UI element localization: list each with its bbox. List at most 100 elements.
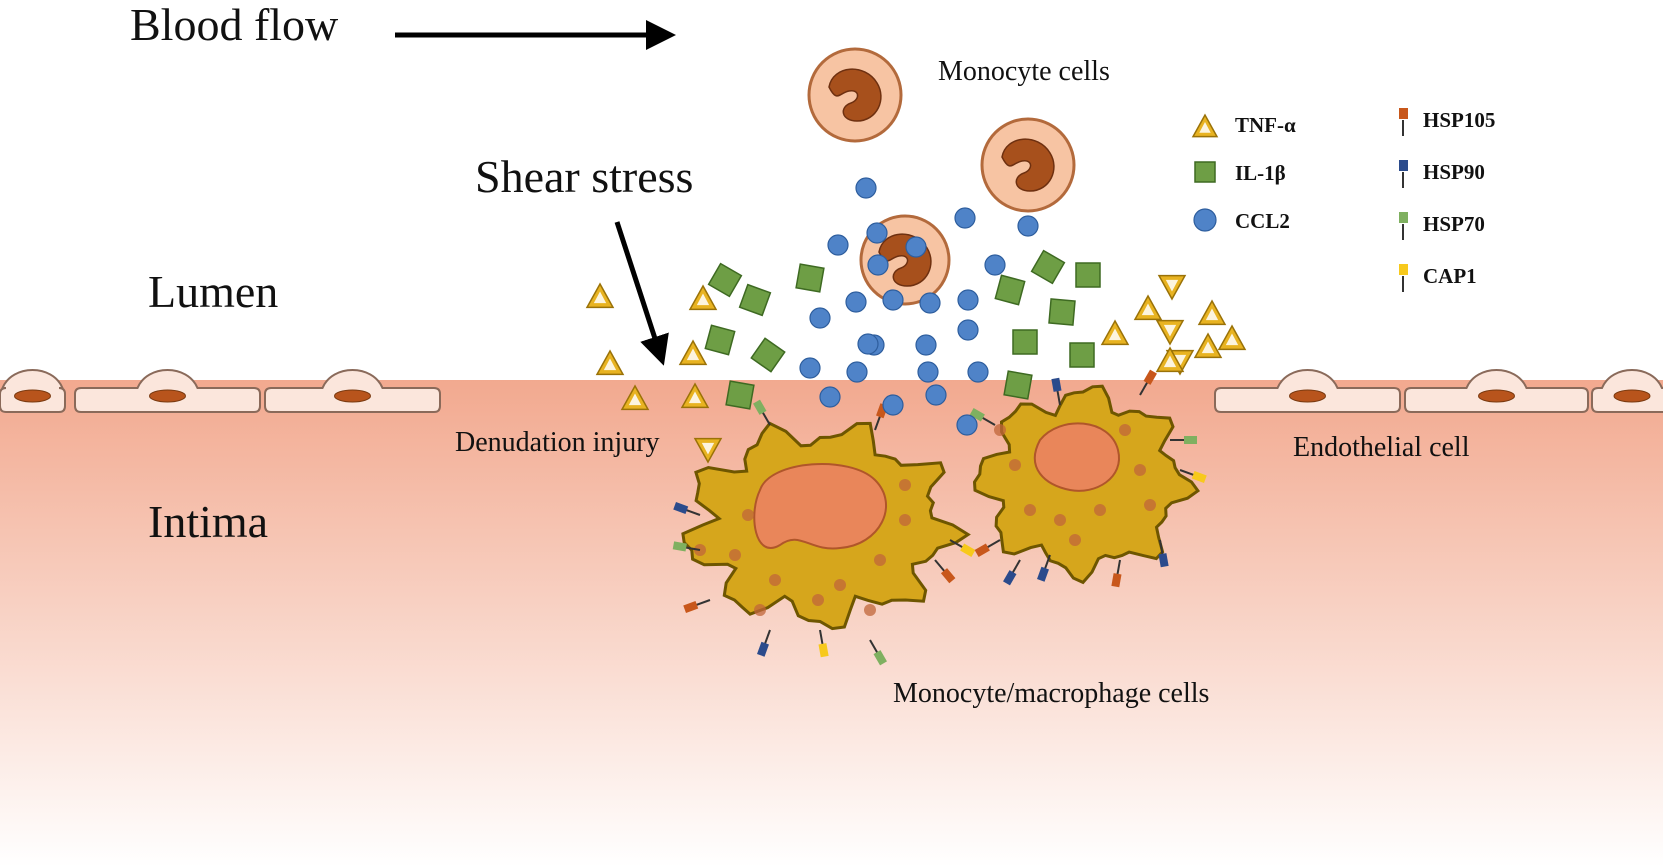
receptor-hsp90 <box>1003 559 1021 586</box>
receptor-hsp70-stalk <box>684 546 701 551</box>
granule <box>1009 459 1021 471</box>
receptor-hsp90 <box>1037 554 1051 582</box>
endothelial-layer <box>0 369 1663 413</box>
ccl2-particle <box>957 319 979 341</box>
granule <box>1144 499 1156 511</box>
endothelial-cell-label: Endothelial cell <box>1293 432 1470 463</box>
ccl2-particle <box>919 292 941 314</box>
legend-label: HSP105 <box>1423 108 1495 132</box>
receptor-hsp70-head <box>753 399 767 415</box>
ccl2-particle <box>984 254 1006 276</box>
granule <box>1094 504 1106 516</box>
legend-label: HSP90 <box>1423 160 1485 184</box>
tnf-alpha-particle-center <box>1141 303 1155 316</box>
il-1beta-particle <box>1030 249 1066 285</box>
monocyte-nucleus <box>828 68 882 122</box>
shear-stress-label: Shear stress <box>475 151 693 202</box>
granule <box>812 594 824 606</box>
denudation-injury-label: Denudation injury <box>455 427 660 458</box>
granule <box>899 514 911 526</box>
legend-item-hsp105: HSP105 <box>1399 108 1495 136</box>
receptor-hsp70-stalk <box>869 639 879 655</box>
tnf-alpha-particle-center <box>628 393 642 406</box>
granule <box>874 554 886 566</box>
legend-item-hsp70: HSP70 <box>1399 212 1485 240</box>
blood-flow-label: Blood flow <box>130 0 339 50</box>
tnf-alpha-particle-center <box>593 291 607 304</box>
receptor-hsp90-head <box>757 641 769 657</box>
ccl2-particle <box>956 414 978 436</box>
granule <box>1119 424 1131 436</box>
endothelial-nucleus <box>149 389 186 403</box>
monocyte-cells-label: Monocyte cells <box>938 56 1110 87</box>
legend-label: HSP70 <box>1423 212 1485 236</box>
ccl2-particle <box>866 222 888 244</box>
il-1beta-particle <box>994 274 1026 306</box>
ccl2-particle <box>855 177 877 199</box>
tnf-alpha-particle-center <box>696 293 710 306</box>
receptor-hsp90 <box>673 502 701 516</box>
ccl2-particle <box>917 361 939 383</box>
receptor-hsp70-stalk <box>761 410 771 426</box>
monocyte-membrane <box>980 117 1076 213</box>
ccl2-particle <box>867 254 889 276</box>
lumen-label: Lumen <box>148 266 278 317</box>
receptor-cap1-stalk <box>1179 469 1196 477</box>
monocyte-group <box>807 47 1076 306</box>
receptor-hsp70-stalk <box>980 416 996 426</box>
granule <box>754 604 766 616</box>
receptor-cap1-head <box>1191 471 1207 483</box>
legend-receptor-head-icon <box>1399 264 1408 275</box>
receptor-hsp90-stalk <box>1043 554 1051 571</box>
monocyte-cell <box>980 117 1076 213</box>
receptor-hsp90 <box>1158 539 1169 568</box>
ccl2-particle <box>954 207 976 229</box>
ccl2-particle <box>857 333 879 355</box>
receptor-hsp105-head <box>940 568 956 584</box>
receptor-hsp105-stalk <box>694 599 711 607</box>
ccl2-particle <box>799 357 821 379</box>
ccl2-particle <box>827 234 849 256</box>
legend-label: TNF-α <box>1235 113 1296 137</box>
receptor-cap1-stalk <box>949 539 965 549</box>
tnf-alpha-particle-center <box>1205 308 1219 321</box>
receptor-hsp70 <box>672 541 701 552</box>
tnf-alpha-particle-center <box>688 391 702 404</box>
monocyte-nucleus <box>1001 138 1055 192</box>
receptor-hsp105-stalk <box>874 414 882 431</box>
ccl2-particle <box>957 289 979 311</box>
legend-circle-icon <box>1193 208 1217 232</box>
receptor-hsp90-stalk <box>684 508 701 516</box>
granule <box>1134 464 1146 476</box>
receptor-hsp105-stalk <box>985 539 1001 549</box>
cytokine-particles <box>585 177 1247 464</box>
receptor-hsp90-head <box>1003 570 1017 586</box>
il-1beta-particle <box>725 380 755 410</box>
receptor-hsp105-head <box>1143 369 1157 385</box>
il-1beta-particle <box>1075 262 1101 288</box>
ccl2-particle <box>845 291 867 313</box>
tnf-alpha-particle-center <box>1163 355 1177 368</box>
endothelial-nucleus <box>1289 389 1326 403</box>
shear-stress-arrow <box>614 221 669 366</box>
il-1beta-particle <box>795 263 825 293</box>
receptor-hsp70 <box>1170 436 1197 444</box>
ccl2-particle <box>1017 215 1039 237</box>
receptor-hsp70-head <box>672 541 687 552</box>
ccl2-particle <box>846 361 868 383</box>
receptor-hsp70 <box>869 639 887 666</box>
receptor-cap1-head <box>818 643 829 658</box>
granule <box>742 509 754 521</box>
endothelial-nucleus <box>334 389 371 403</box>
receptor-hsp105-head <box>1111 573 1122 588</box>
receptor-hsp90-head <box>1051 377 1062 392</box>
granule <box>899 479 911 491</box>
legend-label: CCL2 <box>1235 209 1290 233</box>
receptor-hsp70-head <box>873 650 887 666</box>
receptor-hsp105 <box>974 539 1001 557</box>
receptor-hsp90-stalk <box>763 629 771 646</box>
il-1beta-particle <box>750 337 786 373</box>
receptor-hsp105 <box>1139 369 1157 396</box>
